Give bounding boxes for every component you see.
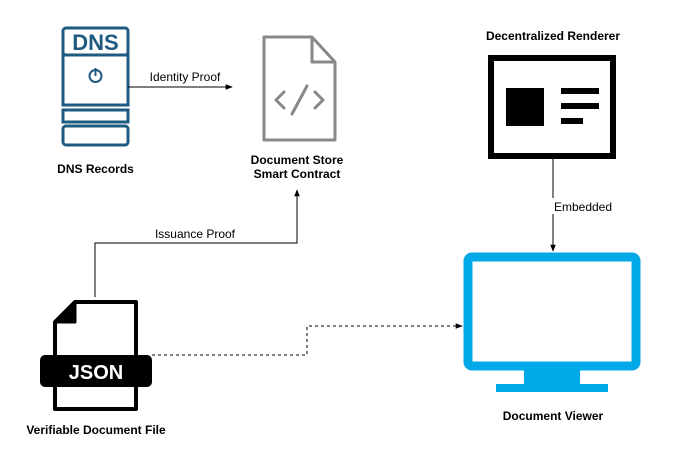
- json-file-icon: [40, 300, 152, 411]
- identity-proof-label: Identity Proof: [150, 70, 221, 84]
- monitor-icon: [463, 252, 641, 392]
- view-edge-dashed: [152, 323, 463, 356]
- document-viewer-label: Document Viewer: [503, 409, 604, 423]
- verifiable-document-label: Verifiable Document File: [26, 423, 166, 437]
- issuance-proof-label: Issuance Proof: [155, 227, 236, 241]
- dns-records-label: DNS Records: [57, 162, 134, 176]
- renderer-label: Decentralized Renderer: [486, 29, 620, 43]
- document-store-label-line2: Smart Contract: [254, 167, 341, 181]
- dns-icon-text: DNS: [72, 30, 118, 55]
- issuance-proof-edge: [94, 189, 300, 297]
- dns-server-icon: [61, 26, 130, 147]
- code-file-icon: [262, 35, 337, 142]
- json-icon-text: JSON: [69, 362, 123, 384]
- embedded-label: Embedded: [554, 200, 612, 214]
- renderer-window-icon: [488, 55, 616, 159]
- document-store-label-line1: Document Store: [251, 153, 344, 167]
